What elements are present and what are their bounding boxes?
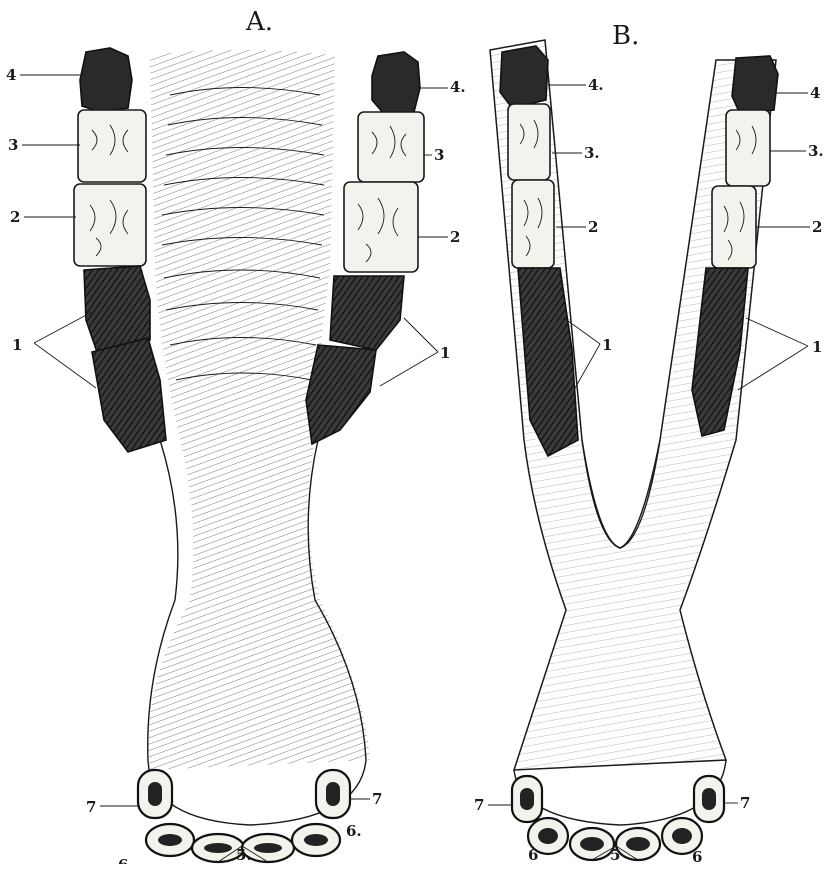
panel-b-label-6-left: 6 (528, 846, 538, 864)
panel-b-label-4-left: 4. (588, 76, 604, 94)
panel-a-label-2-left: 2 (10, 208, 20, 226)
panel-b-label-3-left: 3. (584, 144, 600, 162)
panel-a-label-6-left: 6. (118, 856, 134, 864)
panel-b-right-tooth-4 (732, 56, 778, 114)
panel-a-label-6-right: 6. (346, 822, 362, 840)
panel-a-right-tooth-4 (372, 52, 420, 114)
panel-b-label-7-left: 7 (474, 796, 484, 814)
panel-a-label-3-left: 3 (8, 136, 18, 154)
panel-a-right-tooth-2 (344, 182, 418, 272)
panel-a-label-4-left: 4 (6, 66, 16, 84)
panel-a-label-4-right: 4. (450, 78, 466, 96)
panel-a-right-tooth-1b (306, 345, 376, 444)
panel-a-right-tooth-3 (358, 112, 424, 182)
panel-b-right-tooth-3 (726, 110, 770, 186)
panel-b-label-2-left: 2 (588, 218, 598, 236)
panel-a: A. (6, 7, 466, 864)
panel-b-right-tooth-2 (712, 186, 756, 268)
panel-b-label-4-right: 4 (810, 84, 820, 102)
panel-a-right-tooth-1a (330, 276, 404, 350)
panel-b-label-7-right: 7 (740, 794, 750, 812)
panel-a-label-7-right: 7 (372, 790, 382, 808)
panel-a-left-tooth-2 (74, 184, 146, 266)
panel-a-left-tooth-1b (92, 338, 166, 452)
panel-b-label-1-left: 1 (602, 336, 612, 354)
panel-b-label-1-right: 1 (812, 338, 822, 356)
panel-b-left-tooth-row (500, 46, 578, 456)
panel-b-label-6-right: 6 (692, 848, 702, 864)
panel-a-label-2-right: 2 (450, 228, 460, 246)
panel-a-left-tooth-3 (78, 110, 146, 182)
panel-b-left-tooth-2 (512, 180, 554, 268)
panel-b-title: B. (612, 21, 639, 51)
panel-a-label-3-right: 3 (434, 146, 444, 164)
panel-a-left-tooth-4 (80, 48, 132, 112)
panel-a-label-1-left: 1 (12, 336, 22, 354)
panel-a-title: A. (245, 7, 273, 37)
panel-a-label-7-left: 7 (86, 798, 96, 816)
panel-b-label-3-right: 3. (808, 142, 824, 160)
panel-a-label-1-right: 1 (440, 344, 450, 362)
panel-b: B. (474, 21, 824, 864)
panel-b-left-tooth-4 (500, 46, 548, 108)
panel-b-left-tooth-3 (508, 104, 550, 180)
panel-b-label-2-right: 2 (812, 218, 822, 236)
